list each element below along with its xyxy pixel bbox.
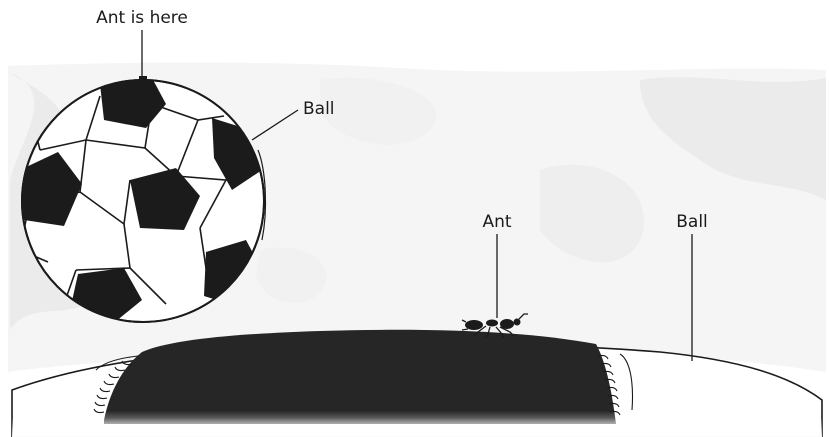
label-ant-is-here: Ant is here [96,8,188,28]
large-ball-patch [104,330,616,424]
label-ant: Ant [482,212,511,232]
tiny-ant-marker [139,76,147,80]
label-ball-small: Ball [303,99,335,119]
label-ball-large: Ball [676,212,708,232]
